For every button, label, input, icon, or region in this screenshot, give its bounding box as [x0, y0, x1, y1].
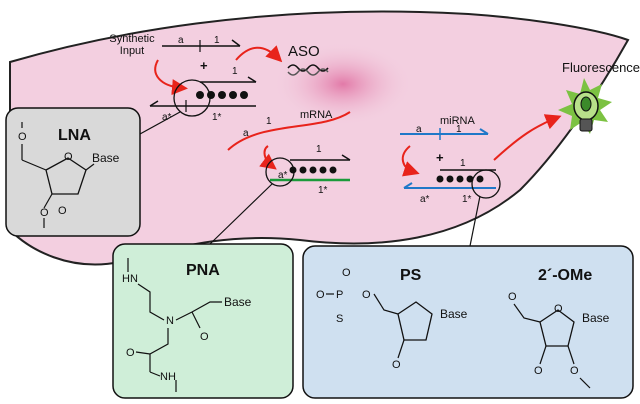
svg-text:a*: a* — [278, 170, 288, 181]
svg-text:1: 1 — [460, 158, 466, 169]
svg-text:a: a — [178, 35, 184, 46]
svg-text:N: N — [166, 315, 174, 327]
svg-text:O: O — [126, 347, 135, 359]
ps-ome-callout-circle — [471, 169, 501, 199]
svg-text:a*: a* — [420, 194, 430, 205]
svg-text:a*: a* — [162, 112, 172, 123]
mirna-duplex: miRNA a 1 + 1 a* 1* — [400, 115, 501, 205]
svg-text:O: O — [200, 331, 209, 343]
duplex-top: + 1 a* 1* — [149, 58, 257, 123]
pna-callout-line — [209, 183, 273, 245]
pna-callout-circle — [265, 157, 295, 187]
mrna-strand: mRNA a 1 — [227, 109, 351, 151]
arrow-to-aso — [235, 45, 283, 63]
svg-text:mRNA: mRNA — [300, 109, 333, 121]
svg-text:+: + — [436, 150, 444, 165]
fluorescence-label: Fluorescence — [562, 60, 640, 75]
lightbulb-icon — [558, 78, 612, 134]
svg-text:O: O — [64, 151, 73, 163]
svg-text:O: O — [40, 207, 49, 219]
ome-title: 2´-OMe — [538, 267, 592, 284]
lna-callout-circle — [173, 79, 211, 117]
input-strand: a 1 — [162, 35, 241, 52]
svg-text:1: 1 — [316, 144, 322, 155]
ps-ome-callout-line — [469, 195, 481, 247]
svg-text:S: S — [336, 313, 343, 325]
svg-text:O: O — [392, 359, 401, 371]
svg-text:Base: Base — [92, 151, 120, 165]
pna-panel: PNA HN N Base O O NH — [112, 243, 294, 399]
svg-text:a: a — [416, 124, 422, 135]
svg-text:O: O — [570, 365, 579, 377]
ps-title: PS — [400, 267, 422, 284]
ps-ome-panel: PS O P O S O Base O 2´-OMe O O Base O O — [302, 245, 634, 399]
svg-text:O: O — [58, 205, 67, 217]
aso-helix — [287, 64, 329, 72]
svg-text:1: 1 — [456, 124, 462, 135]
svg-text:1: 1 — [232, 66, 238, 77]
svg-text:a: a — [243, 128, 249, 139]
pna-title: PNA — [186, 262, 220, 279]
svg-text:O: O — [362, 289, 371, 301]
svg-text:HN: HN — [122, 273, 138, 285]
svg-text:1*: 1* — [318, 185, 328, 196]
duplex-middle: 1 a* 1* — [265, 144, 351, 196]
svg-text:O: O — [18, 131, 27, 143]
synthetic-input-label-2: Input — [120, 45, 144, 57]
svg-text:1*: 1* — [212, 112, 222, 123]
svg-text:1: 1 — [266, 116, 272, 127]
svg-text:Base: Base — [582, 311, 610, 325]
svg-text:O: O — [342, 267, 351, 279]
svg-text:O: O — [554, 303, 563, 315]
nucleus — [273, 42, 413, 126]
lna-callout-line — [139, 111, 181, 135]
svg-text:1*: 1* — [462, 194, 472, 205]
arrow-to-fluorescence — [493, 114, 562, 161]
lna-panel: LNA O O Base O O — [5, 107, 141, 237]
svg-text:+: + — [200, 58, 208, 73]
svg-text:NH: NH — [160, 371, 176, 383]
svg-text:Base: Base — [440, 307, 468, 321]
synthetic-input-label-1: Synthetic — [109, 33, 155, 45]
arrow-mrna-to-duplex — [259, 145, 277, 170]
svg-text:1: 1 — [214, 35, 220, 46]
svg-text:O: O — [534, 365, 543, 377]
svg-text:O: O — [316, 289, 325, 301]
arrow-mirna-down — [401, 145, 420, 177]
svg-text:miRNA: miRNA — [440, 115, 475, 127]
aso-label: ASO — [288, 43, 320, 60]
svg-text:Base: Base — [224, 295, 252, 309]
svg-text:P: P — [336, 289, 343, 301]
svg-text:O: O — [508, 291, 517, 303]
lna-title: LNA — [58, 127, 91, 144]
